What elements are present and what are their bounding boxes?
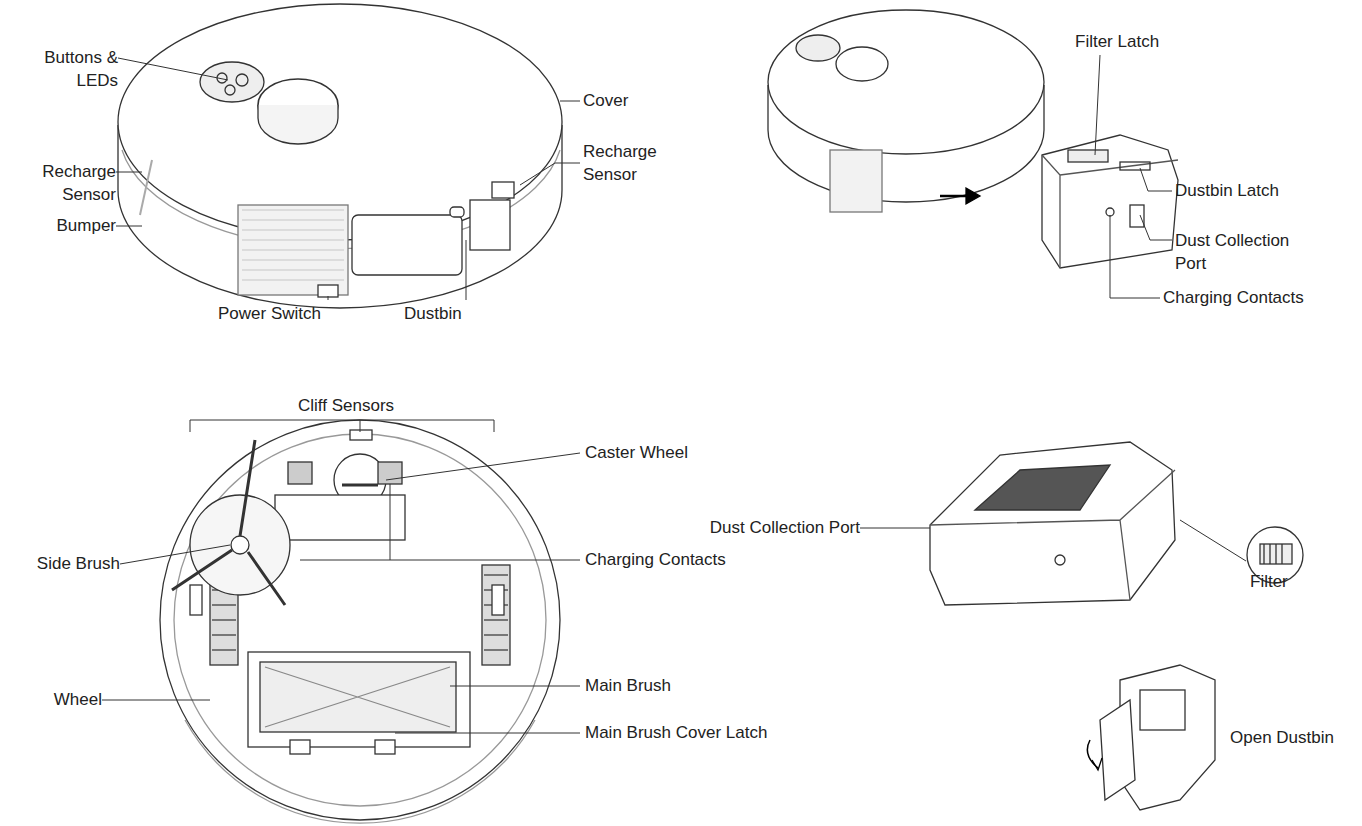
part-label: Charging Contacts bbox=[585, 548, 765, 571]
part-label: Filter bbox=[1250, 570, 1330, 593]
part-label: Dust Collection Port bbox=[660, 516, 860, 539]
part-label: Recharge Sensor bbox=[583, 140, 673, 186]
part-label: Bumper bbox=[30, 214, 116, 237]
part-label: Filter Latch bbox=[1075, 30, 1205, 53]
part-label: Caster Wheel bbox=[585, 441, 735, 464]
part-label: Buttons & LEDs bbox=[30, 46, 118, 92]
part-label: Main Brush bbox=[585, 674, 735, 697]
leader-lines bbox=[102, 55, 1246, 733]
part-label: Open Dustbin bbox=[1230, 726, 1360, 749]
open-dustbin bbox=[1087, 665, 1215, 810]
part-label: Wheel bbox=[30, 688, 102, 711]
part-label: Dustbin bbox=[404, 302, 484, 325]
robot-top-view bbox=[118, 4, 562, 308]
part-label: Side Brush bbox=[20, 552, 120, 575]
part-label: Charging Contacts bbox=[1163, 286, 1353, 309]
part-label: Cliff Sensors bbox=[298, 394, 438, 417]
part-label: Cover bbox=[583, 89, 703, 112]
robot-bottom-view bbox=[160, 420, 560, 823]
part-label: Power Switch bbox=[218, 302, 338, 325]
part-label: Recharge Sensor bbox=[30, 160, 116, 206]
part-label: Main Brush Cover Latch bbox=[585, 721, 815, 744]
part-label: Dust Collection Port bbox=[1175, 229, 1305, 275]
dustbin-with-filter bbox=[930, 442, 1303, 605]
part-label: Dustbin Latch bbox=[1175, 179, 1325, 202]
